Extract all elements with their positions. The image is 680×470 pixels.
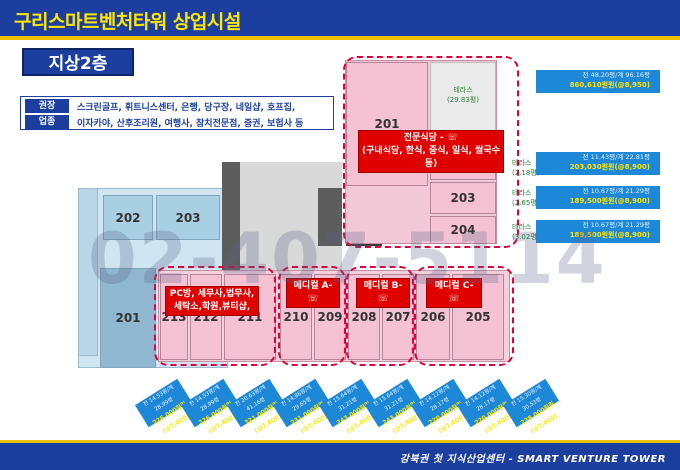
medical-c-callout: 메디컬 C-☏	[426, 278, 482, 308]
medical-b-zone	[346, 266, 414, 366]
medical-a-zone	[278, 266, 346, 366]
medical-c-zone	[414, 266, 514, 366]
recommend-line-2: 이자카야, 산후조리원, 여행사, 참치전문점, 증권, 보험사 등	[77, 119, 304, 129]
terrace-top-label: 테라스	[453, 86, 473, 94]
recommend-tag-bottom: 업종	[25, 115, 69, 129]
unit-203-tower[interactable]: 203	[430, 182, 496, 214]
pc-callout: PC방, 세무사,법무사, 세탁소,학원,뷰티샵,	[165, 286, 259, 316]
header-bar: 구리스마트벤처타워 상업시설	[0, 0, 680, 40]
terrace-4-label: 테라스(3.02평)	[512, 223, 540, 241]
page-title: 구리스마트벤처타워 상업시설	[14, 11, 241, 33]
far-left-wing	[78, 188, 98, 356]
recommend-tag-top: 권장	[25, 99, 69, 113]
restaurant-zone	[343, 56, 519, 248]
recommended-business-box: 권장 업종 스크린골프, 휘트니스센터, 은행, 당구장, 네일샵, 호프집, …	[20, 96, 334, 130]
core-pillar-1	[222, 162, 240, 270]
terrace-top-area: (29.83평)	[447, 96, 479, 104]
terrace-2-label: 테라스(2.18평)	[512, 159, 540, 177]
unit-203-left[interactable]: 203	[156, 195, 220, 240]
medical-a-callout: 메디컬 A-☏	[286, 278, 340, 308]
pc-zone	[154, 266, 276, 366]
unit-204-tower[interactable]: 204	[430, 216, 496, 244]
footer-bar: 강북권 첫 지식산업센터 - SMART VENTURE TOWER	[0, 440, 680, 470]
unit-202-left[interactable]: 202	[103, 195, 153, 240]
terrace-3-label: 테라스(2.65평)	[512, 189, 540, 207]
core-stair	[318, 188, 342, 246]
restaurant-callout: 전문식당 - ☏ (구내식당, 한식, 중식, 일식, 쌀국수 등)	[358, 130, 504, 173]
footer-slogan: 강북권 첫 지식산업센터 - SMART VENTURE TOWER	[399, 454, 666, 465]
recommend-line-1: 스크린골프, 휘트니스센터, 은행, 당구장, 네일샵, 호프집,	[77, 103, 296, 113]
medical-b-callout: 메디컬 B-☏	[356, 278, 410, 308]
floor-label: 지상2층	[22, 48, 134, 76]
phone-watermark: 02-407-5114	[88, 218, 607, 300]
